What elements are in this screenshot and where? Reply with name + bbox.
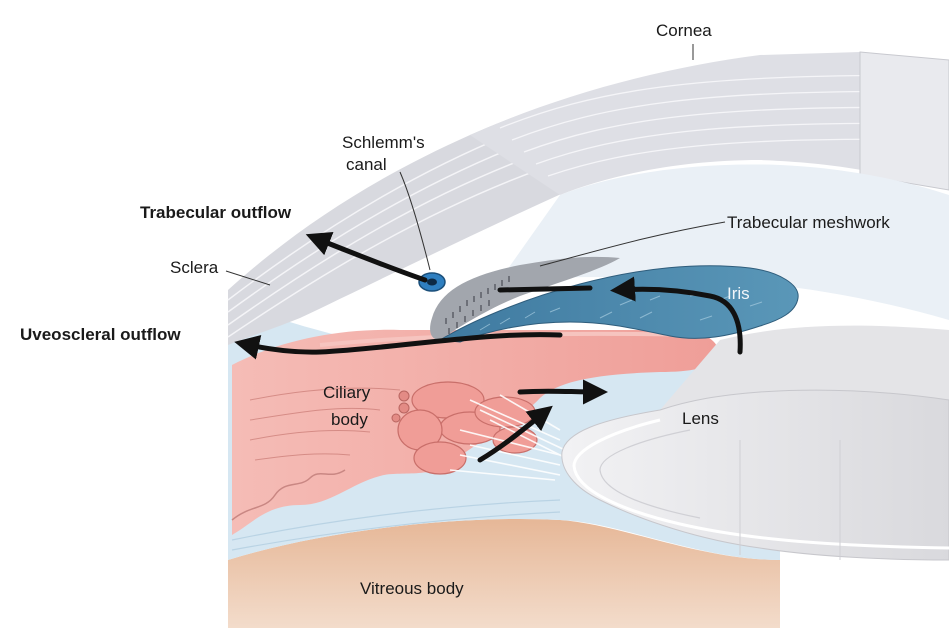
label-lens: Lens (682, 410, 719, 427)
label-cornea: Cornea (656, 22, 712, 39)
label-schlemms-canal-line2: canal (346, 156, 387, 173)
label-schlemms-canal-line1: Schlemm's (342, 134, 425, 151)
label-iris: Iris (727, 285, 750, 302)
label-ciliary-body-line1: Ciliary (323, 384, 370, 401)
label-vitreous-body: Vitreous body (360, 580, 464, 597)
posterior-flow-arrow-upper (520, 391, 598, 392)
schlemms-canal (419, 273, 445, 291)
label-sclera: Sclera (170, 259, 218, 276)
label-ciliary-body-line2: body (331, 411, 368, 428)
label-trabecular-outflow: Trabecular outflow (140, 204, 291, 221)
label-uveoscleral-outflow: Uveoscleral outflow (20, 326, 181, 343)
label-trabecular-meshwork: Trabecular meshwork (727, 214, 890, 231)
iris-back-arrow (500, 288, 590, 290)
